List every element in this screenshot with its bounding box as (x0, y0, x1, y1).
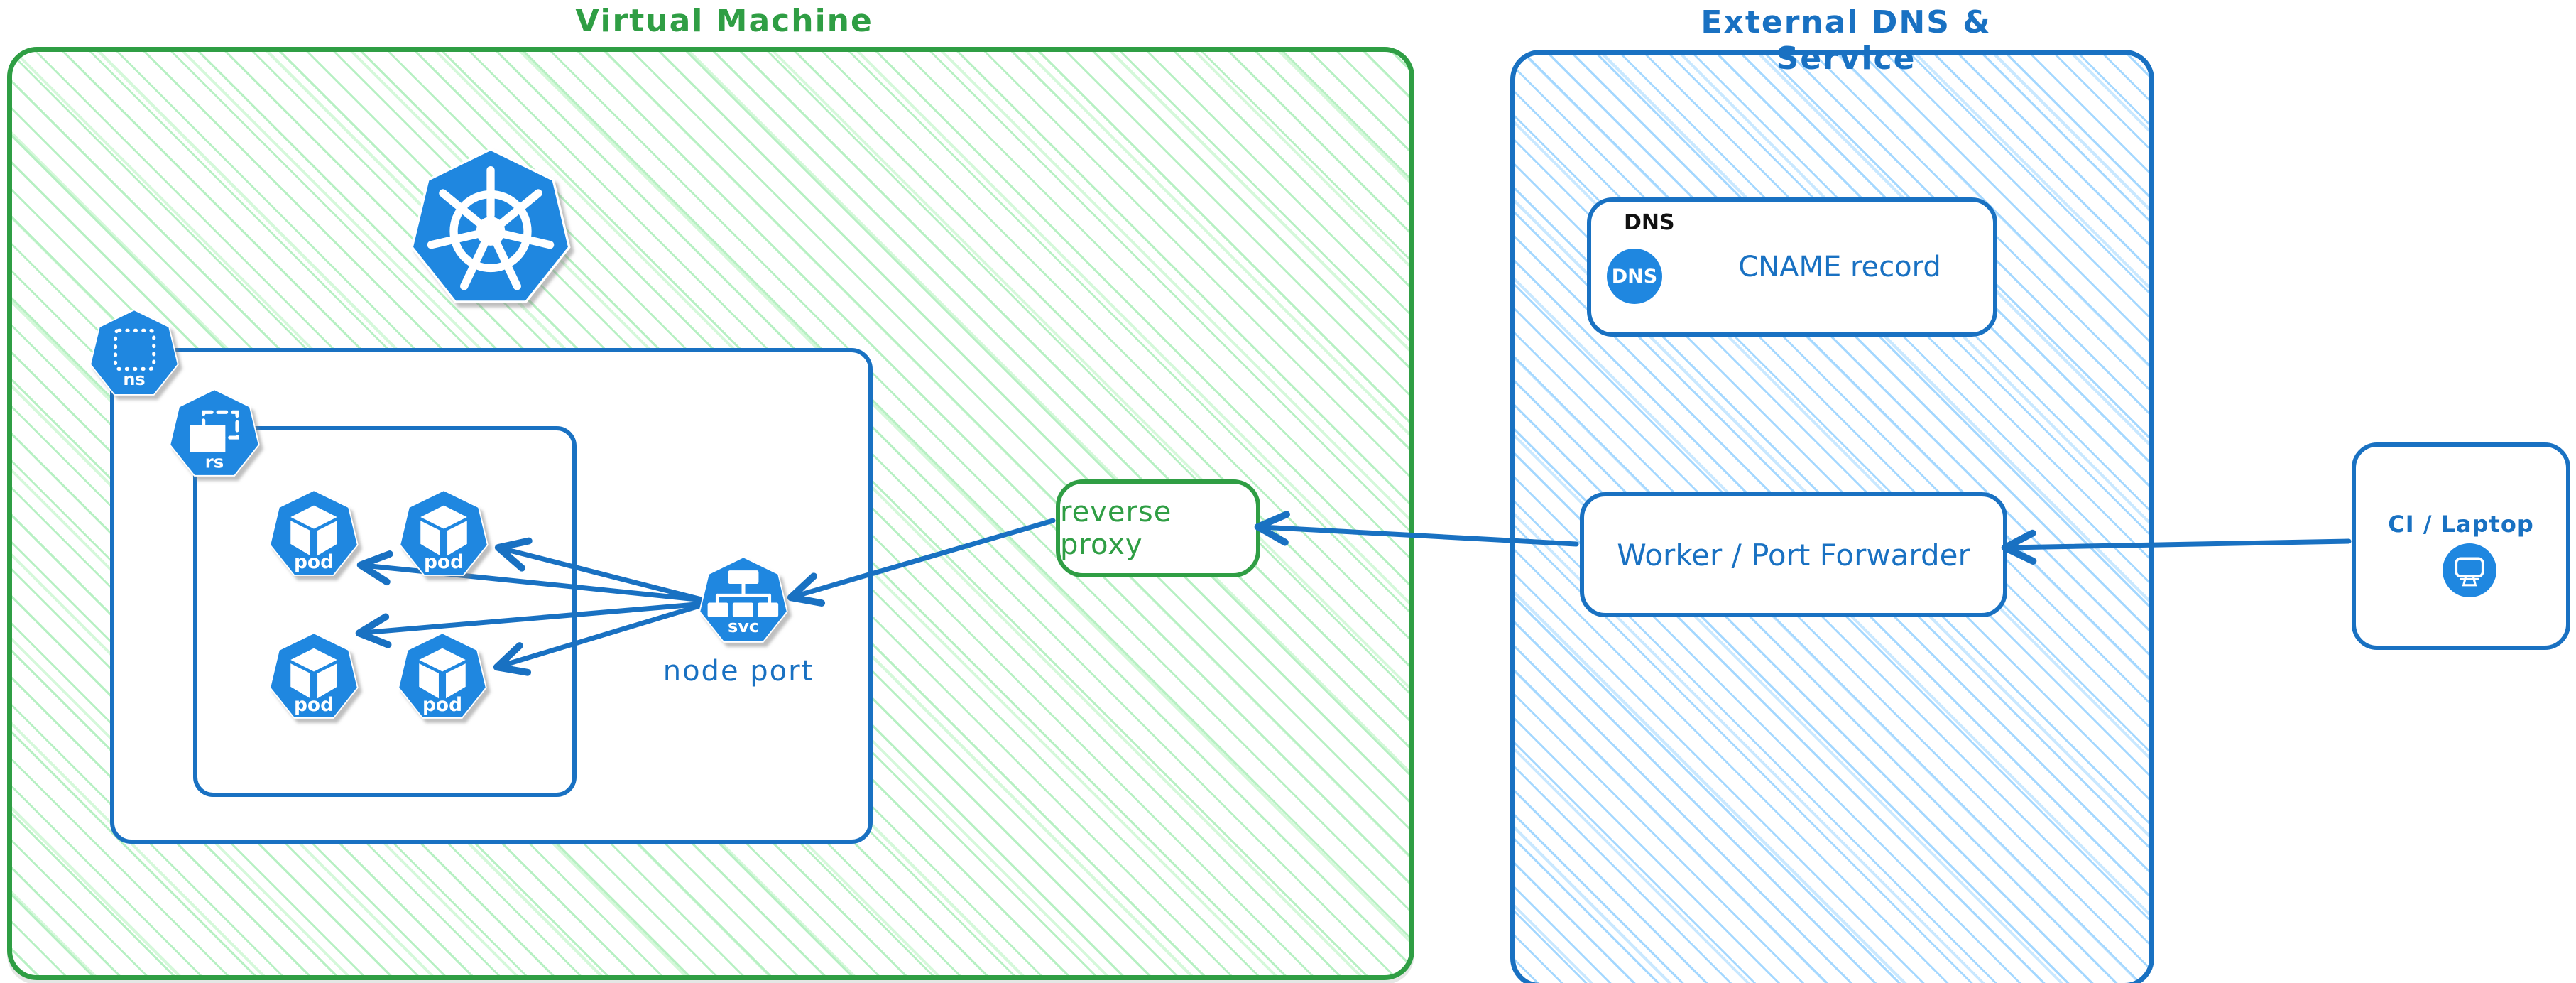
cname-record-label: CNAME record (1738, 251, 1941, 283)
worker-port-forwarder-card: Worker / Port Forwarder (1580, 492, 2007, 617)
pod-icon: pod (399, 489, 489, 576)
namespace-icon: ns (89, 309, 179, 396)
namespace-icon-label: ns (123, 369, 145, 389)
dns-badge-icon: DNS (1607, 249, 1662, 304)
pod-icon-label: pod (424, 551, 464, 573)
replicaset-box (193, 426, 577, 797)
replicaset-icon: rs (169, 389, 260, 477)
ci-laptop-label: CI / Laptop (2388, 511, 2534, 538)
replicaset-icon-label: rs (205, 451, 224, 472)
ci-laptop-card: CI / Laptop (2352, 442, 2570, 650)
dns-card: DNS DNS CNAME record (1587, 197, 1997, 337)
virtual-machine-title: Virtual Machine (575, 3, 873, 39)
pod-icon-label: pod (294, 551, 334, 573)
pod-icon-label: pod (422, 694, 462, 716)
pod-icon: pod (269, 632, 359, 719)
monitor-icon (2443, 543, 2496, 597)
external-dns-title: External DNS & Service (1701, 4, 1992, 77)
pod-icon: pod (269, 489, 359, 576)
node-port-caption: node port (662, 655, 814, 688)
pod-icon: pod (398, 632, 487, 719)
dns-card-tag: DNS (1624, 210, 1675, 235)
kubernetes-icon (410, 148, 571, 303)
reverse-proxy-box: reverse proxy (1056, 479, 1260, 577)
pod-icon-label: pod (294, 694, 334, 716)
service-icon: svc (699, 556, 788, 643)
service-icon-label: svc (728, 617, 759, 636)
